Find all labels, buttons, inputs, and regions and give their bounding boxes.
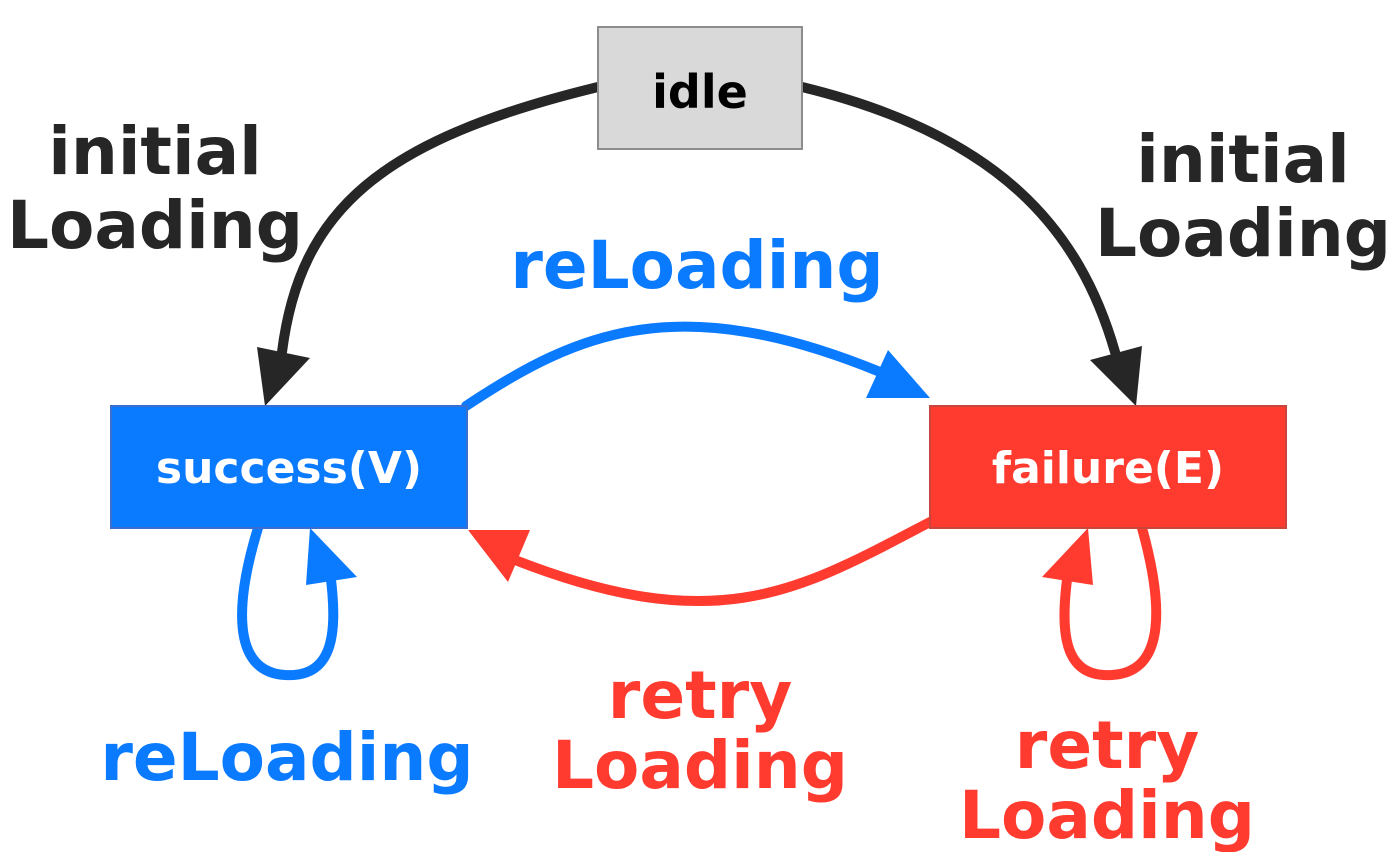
arrow-failure-self-loop: [1042, 523, 1162, 681]
node-success: success(V): [110, 405, 468, 529]
label-failure-to-success-line1: retry: [608, 657, 792, 734]
node-failure: failure(E): [929, 405, 1287, 529]
label-success-self-loop: reLoading: [100, 719, 473, 796]
node-failure-box: [929, 405, 1287, 529]
arrow-success-self-loop-head: [306, 528, 357, 585]
label-failure-self-loop: retry Loading: [959, 707, 1255, 852]
arrow-idle-to-success: [257, 82, 603, 406]
label-idle-to-success-line2: Loading: [7, 187, 303, 264]
arrow-idle-to-failure-line: [797, 82, 1120, 357]
arrow-success-to-failure: [461, 321, 930, 411]
label-idle-to-failure: initial Loading: [1095, 121, 1391, 272]
label-failure-self-loop-line1: retry: [1015, 707, 1199, 784]
label-failure-to-success: retry Loading: [552, 657, 848, 804]
arrow-idle-to-success-line: [277, 82, 603, 357]
node-idle: idle: [597, 26, 803, 150]
arrow-success-self-loop-line: [237, 523, 339, 681]
node-success-label: success(V): [156, 443, 422, 494]
arrow-failure-to-success: [468, 517, 935, 607]
label-failure-self-loop-line2: Loading: [959, 777, 1255, 852]
arrow-failure-self-loop-line: [1059, 523, 1162, 681]
arrow-success-to-failure-line: [461, 321, 885, 411]
arrow-failure-self-loop-head: [1042, 528, 1093, 585]
label-success-self-loop-line1: reLoading: [100, 719, 473, 796]
label-failure-to-success-line2: Loading: [552, 727, 848, 804]
label-success-to-failure-line1: reLoading: [510, 227, 883, 304]
arrow-idle-to-failure-head: [1090, 346, 1142, 406]
label-success-to-failure: reLoading: [510, 227, 883, 304]
arrow-success-to-failure-head: [866, 350, 930, 398]
node-success-box: [110, 405, 468, 529]
arrow-idle-to-failure: [797, 82, 1142, 406]
label-idle-to-success: initial Loading: [7, 113, 303, 264]
node-idle-label: idle: [652, 65, 748, 119]
label-idle-to-failure-line2: Loading: [1095, 195, 1391, 272]
label-idle-to-success-line1: initial: [48, 113, 262, 190]
arrow-idle-to-success-head: [257, 347, 310, 406]
node-idle-box: [597, 26, 803, 150]
arrow-success-self-loop: [237, 523, 357, 681]
label-idle-to-failure-line1: initial: [1136, 121, 1350, 198]
node-failure-label: failure(E): [992, 443, 1224, 494]
arrow-failure-to-success-line: [510, 517, 935, 607]
arrow-failure-to-success-head: [468, 530, 530, 582]
